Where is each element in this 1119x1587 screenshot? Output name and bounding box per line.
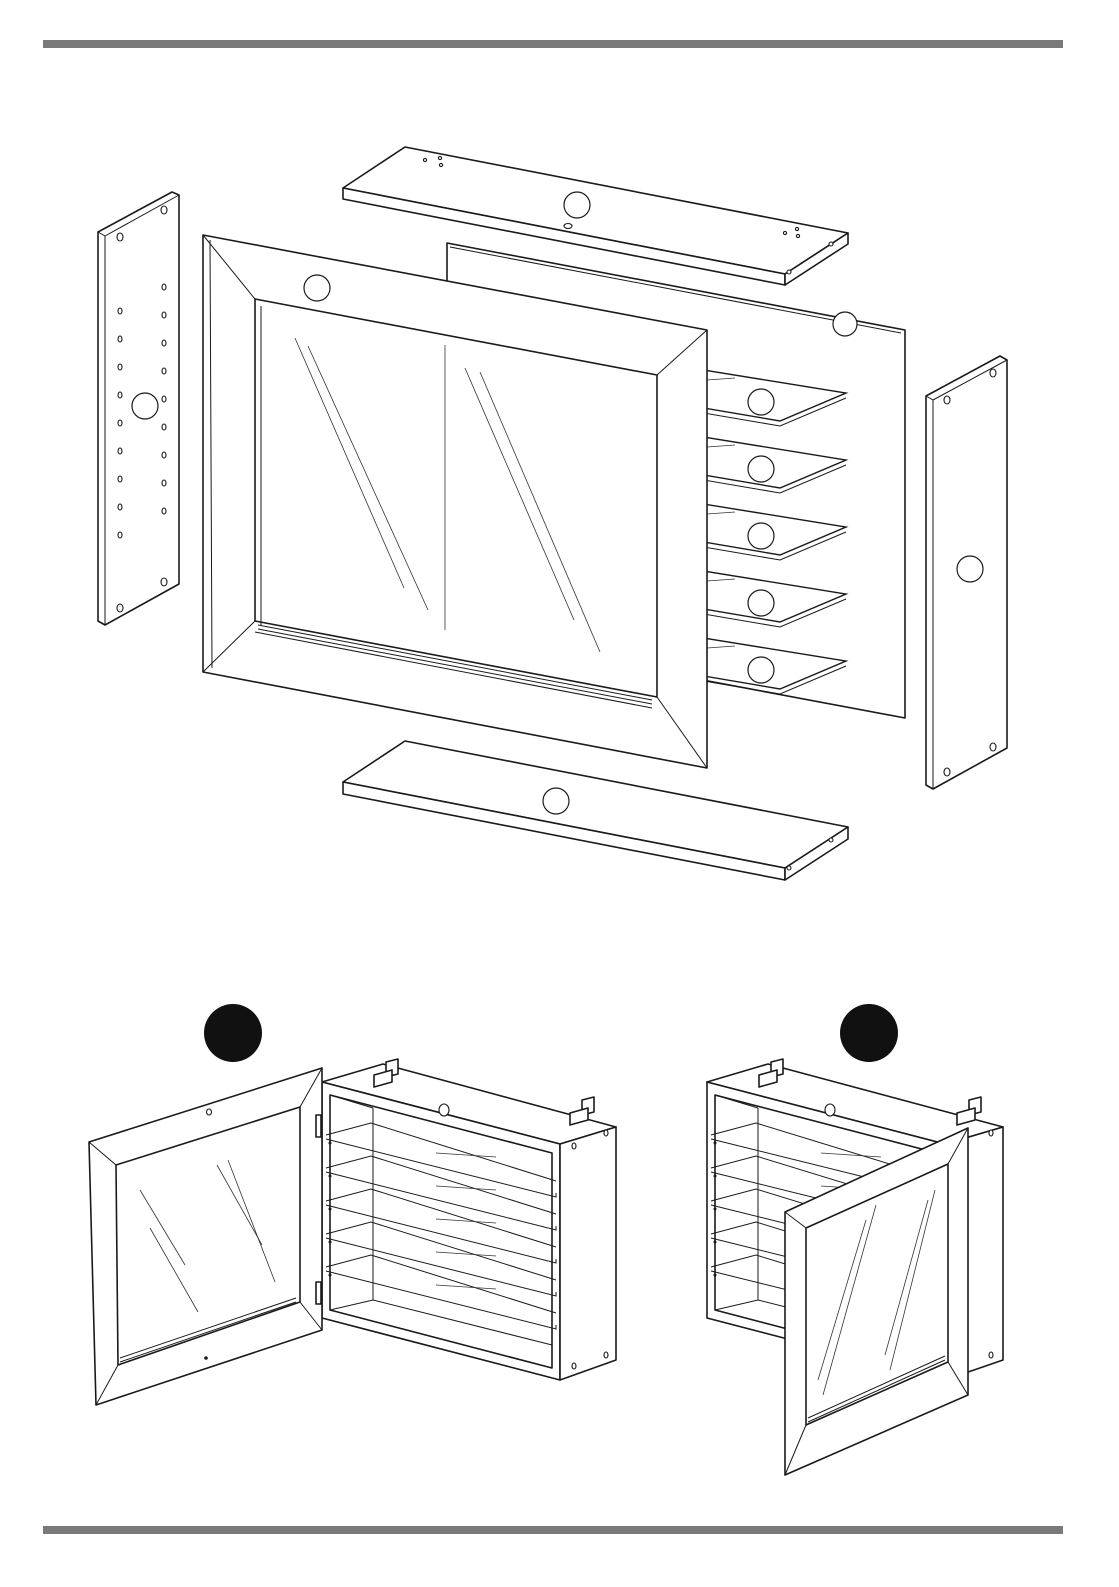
part-label-circle	[748, 523, 774, 549]
part-label-circle	[833, 312, 857, 336]
door-frame	[203, 235, 707, 768]
bottom-panel	[343, 741, 848, 880]
right-side-panel	[926, 356, 1007, 789]
part-label-circle	[304, 275, 330, 301]
part-label-circle	[543, 788, 569, 814]
exploded-view	[98, 147, 1007, 880]
left-side-panel	[98, 192, 179, 625]
step-badge	[204, 1004, 262, 1062]
part-label-circle	[957, 556, 983, 582]
part-label-circle	[748, 389, 774, 415]
part-label-circle	[748, 657, 774, 683]
step-badge	[840, 1004, 898, 1062]
part-label-circle	[564, 192, 590, 218]
part-label-circle	[132, 393, 158, 419]
assembled-view-door-open-right	[707, 1004, 1003, 1475]
part-label-circle	[748, 456, 774, 482]
top-panel	[343, 147, 848, 285]
assembled-view-door-open-left	[89, 1004, 616, 1405]
part-label-circle	[748, 590, 774, 616]
